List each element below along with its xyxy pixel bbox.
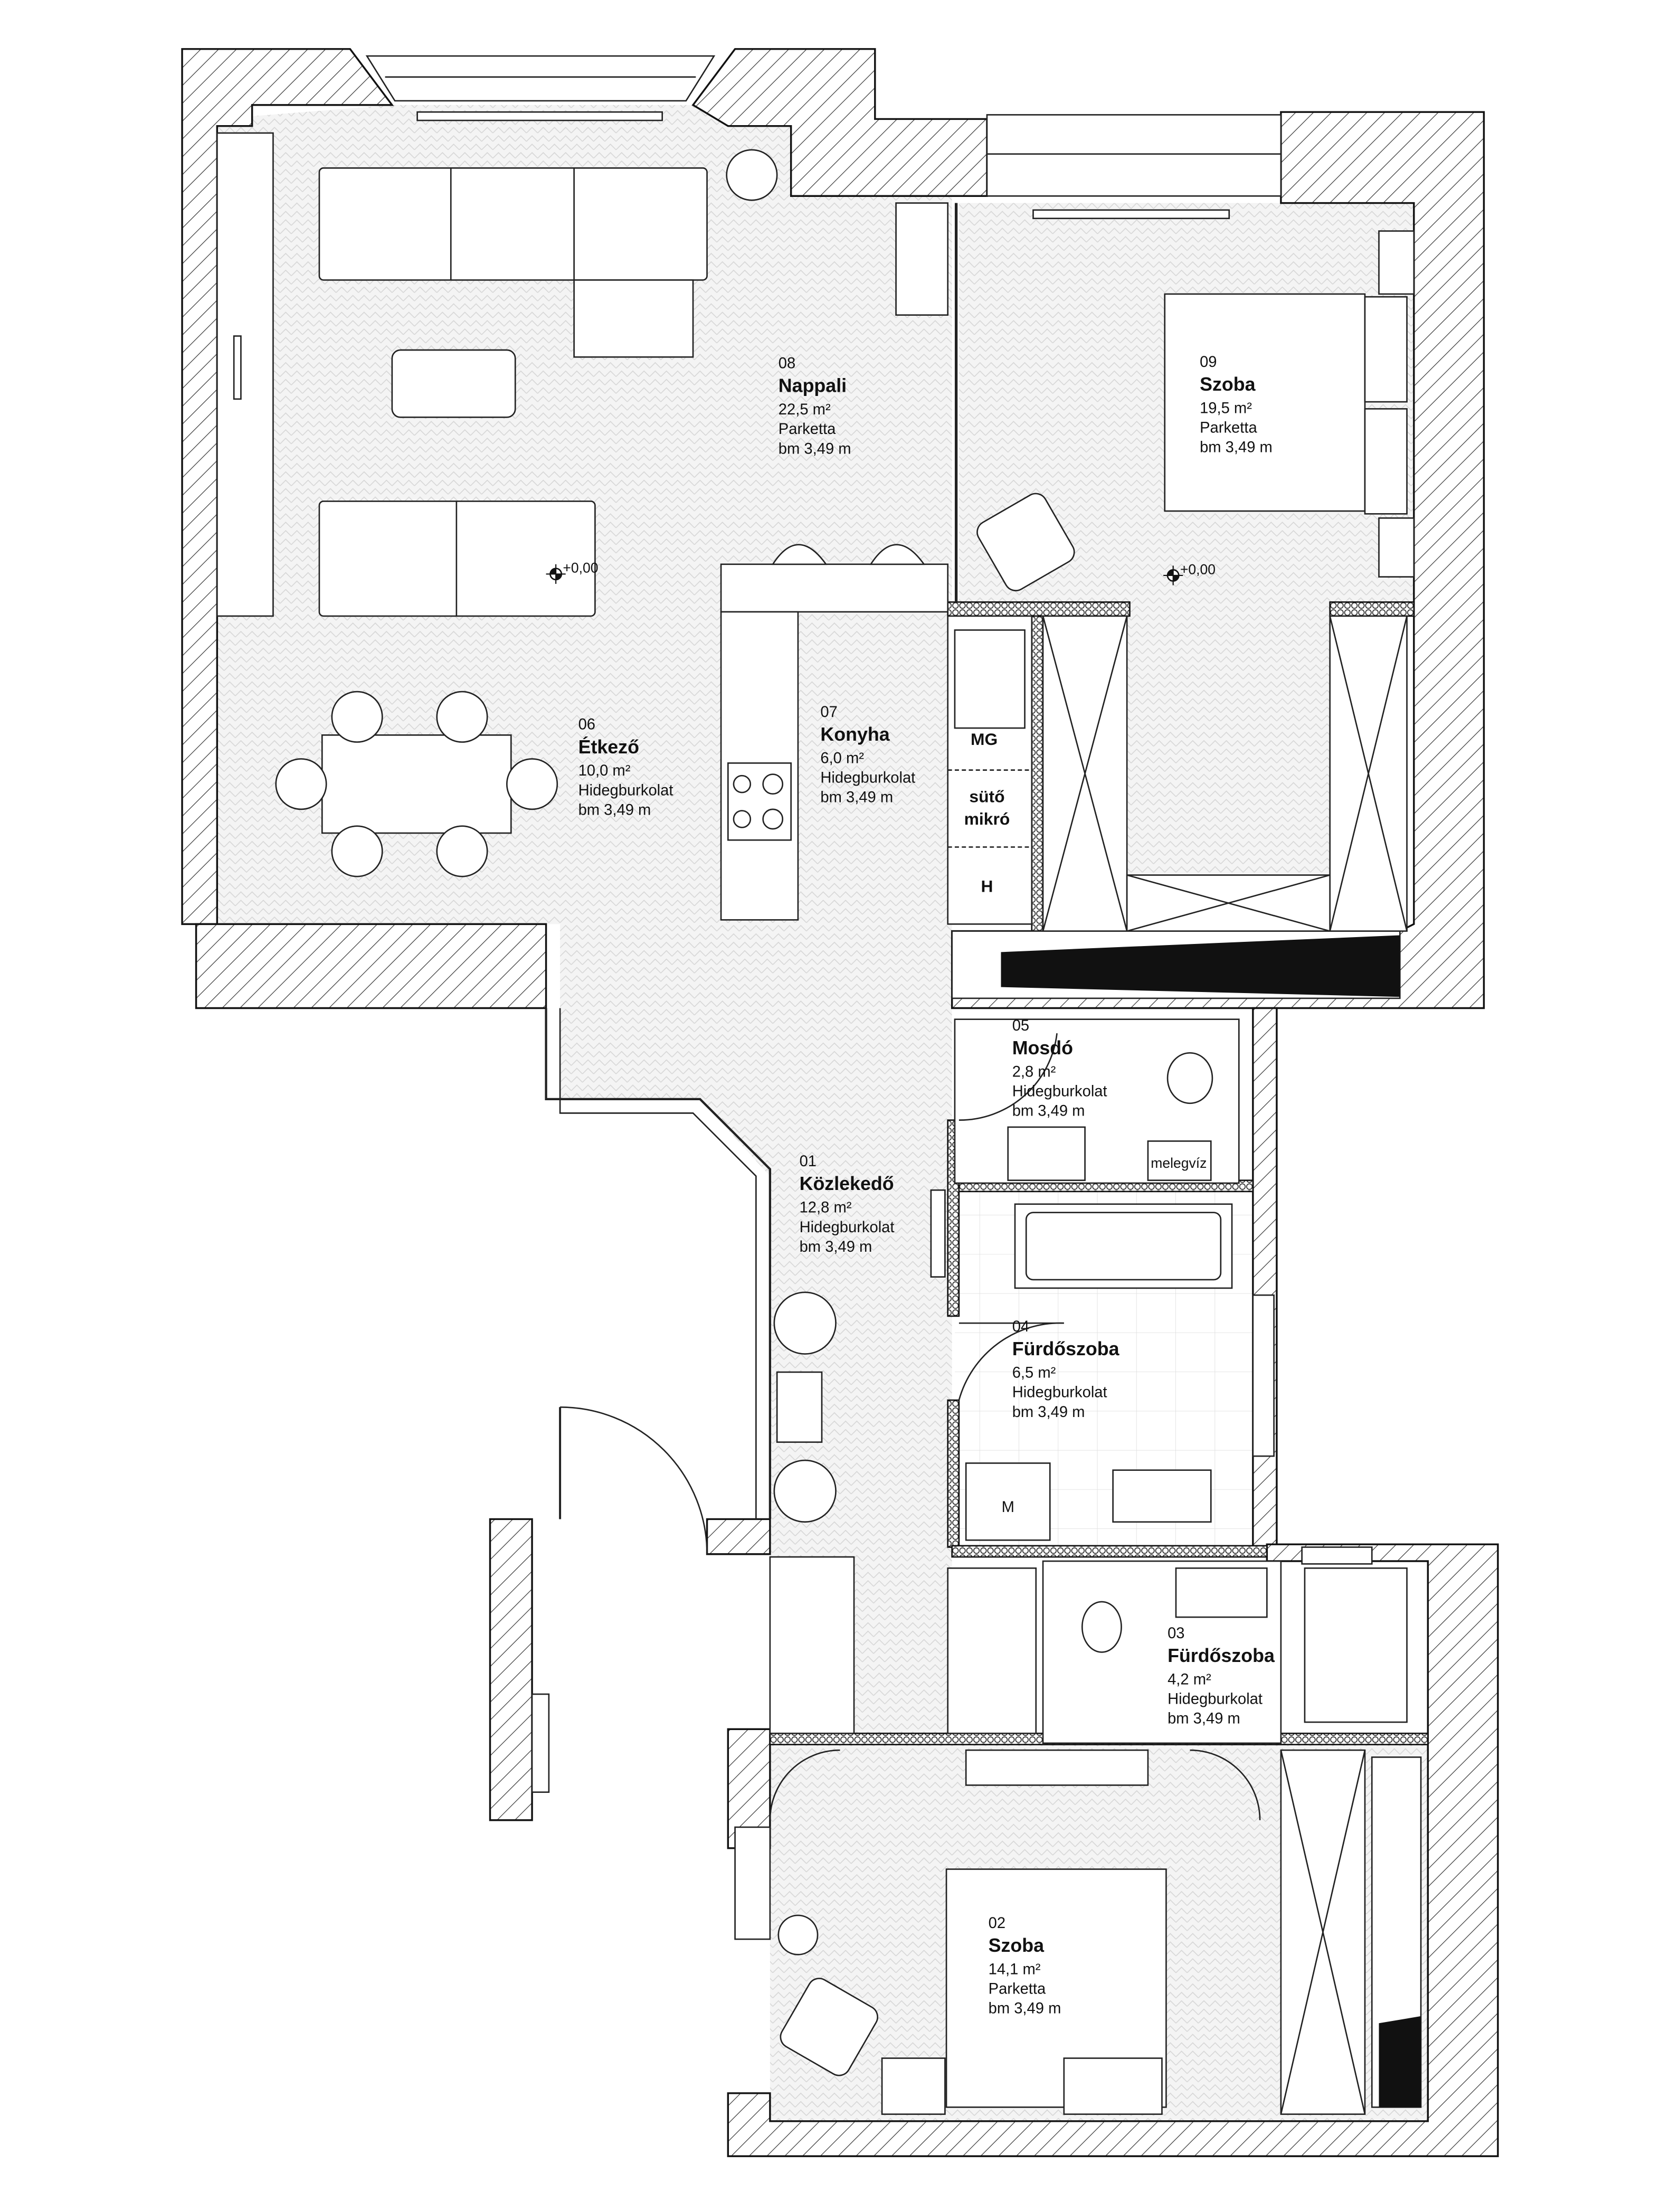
room-name: Közlekedő xyxy=(800,1173,894,1194)
room-name: Szoba xyxy=(989,1935,1045,1956)
room-number: 09 xyxy=(1200,354,1217,371)
room-label-furdoszoba-04: 04 Fürdőszoba 6,5 m² Hidegburkolat bm 3,… xyxy=(1012,1318,1120,1421)
room-label-mosdo: 05 Mosdó 2,8 m² Hidegburkolat bm 3,49 m xyxy=(1012,1017,1107,1120)
room-area: 12,8 m² xyxy=(800,1199,852,1216)
room-area: 19,5 m² xyxy=(1200,400,1252,417)
room-name: Konyha xyxy=(820,724,890,745)
room-name: Étkező xyxy=(578,736,639,758)
room-height: bm 3,49 m xyxy=(1200,439,1273,456)
water-heater-label: melegvíz xyxy=(1151,1155,1207,1171)
room-floor: Hidegburkolat xyxy=(1012,1083,1107,1100)
room-label-kozlekedo: 01 Közlekedő 12,8 m² Hidegburkolat bm 3,… xyxy=(800,1153,895,1255)
level-mark: +0,00 xyxy=(546,560,598,584)
room-label-szoba-09: 09 Szoba 19,5 m² Parketta bm 3,49 m xyxy=(1200,354,1273,456)
room-height: bm 3,49 m xyxy=(1012,1103,1085,1120)
room-number: 01 xyxy=(800,1153,817,1170)
room-height: bm 3,49 m xyxy=(989,2000,1061,2017)
windows xyxy=(365,55,1373,1940)
room-area: 2,8 m² xyxy=(1012,1063,1056,1080)
room-height: bm 3,49 m xyxy=(1012,1404,1085,1421)
room-number: 06 xyxy=(578,716,595,733)
room-height: bm 3,49 m xyxy=(779,440,851,457)
room-area: 22,5 m² xyxy=(779,401,831,418)
room-area: 14,1 m² xyxy=(989,1961,1041,1978)
room-area: 4,2 m² xyxy=(1168,1671,1211,1688)
room-area: 6,5 m² xyxy=(1012,1365,1056,1382)
room-floor: Hidegburkolat xyxy=(1168,1691,1263,1708)
room-height: bm 3,49 m xyxy=(578,801,651,818)
furniture xyxy=(216,132,1422,2115)
cooktop xyxy=(727,762,792,841)
room-floor: Hidegburkolat xyxy=(1012,1384,1107,1401)
room-height: bm 3,49 m xyxy=(800,1239,872,1255)
room-number: 03 xyxy=(1168,1625,1184,1642)
plant-icon xyxy=(777,1914,819,1956)
dining-chairs xyxy=(275,691,558,877)
room-label-furdoszoba-03: 03 Fürdőszoba 4,2 m² Hidegburkolat bm 3,… xyxy=(1168,1625,1275,1727)
microwave-label: mikró xyxy=(964,809,1010,828)
room-floor: Parketta xyxy=(989,1980,1046,1997)
room-height: bm 3,49 m xyxy=(820,789,893,806)
plant-icon xyxy=(726,149,778,201)
room-number: 08 xyxy=(779,355,795,372)
room-label-etkezo: 06 Étkező 10,0 m² Hidegburkolat bm 3,49 … xyxy=(578,716,673,819)
room-floor: Parketta xyxy=(779,421,836,438)
room-height: bm 3,49 m xyxy=(1168,1711,1240,1727)
room-number: 02 xyxy=(989,1915,1005,1932)
room-name: Fürdőszoba xyxy=(1168,1645,1275,1666)
room-name: Mosdó xyxy=(1012,1037,1073,1059)
room-floor: Hidegburkolat xyxy=(800,1219,895,1236)
room-number: 04 xyxy=(1012,1318,1029,1335)
room-label-konyha: 07 Konyha 6,0 m² Hidegburkolat bm 3,49 m xyxy=(820,704,915,806)
room-floor: Hidegburkolat xyxy=(578,782,673,799)
room-label-nappali: 08 Nappali 22,5 m² Parketta bm 3,49 m xyxy=(779,355,851,457)
room-floor: Parketta xyxy=(1200,419,1257,436)
room-area: 10,0 m² xyxy=(578,762,631,779)
level-value: +0,00 xyxy=(563,560,598,576)
oven-label: sütő xyxy=(969,787,1004,806)
room-number: 05 xyxy=(1012,1017,1029,1034)
room-floor: Hidegburkolat xyxy=(820,769,915,786)
room-name: Fürdőszoba xyxy=(1012,1338,1120,1359)
fridge-label: H xyxy=(981,876,993,895)
room-name: Nappali xyxy=(779,375,847,396)
walls xyxy=(181,48,1499,2157)
level-mark: +0,00 xyxy=(1163,561,1216,585)
dishwasher-label: MG xyxy=(971,730,998,749)
room-number: 07 xyxy=(820,704,837,721)
room-name: Szoba xyxy=(1200,374,1256,395)
room-area: 6,0 m² xyxy=(820,750,864,767)
room-label-szoba-02: 02 Szoba 14,1 m² Parketta bm 3,49 m xyxy=(989,1915,1061,2017)
level-value: +0,00 xyxy=(1180,561,1216,577)
washing-machine-label: M xyxy=(1002,1499,1014,1516)
